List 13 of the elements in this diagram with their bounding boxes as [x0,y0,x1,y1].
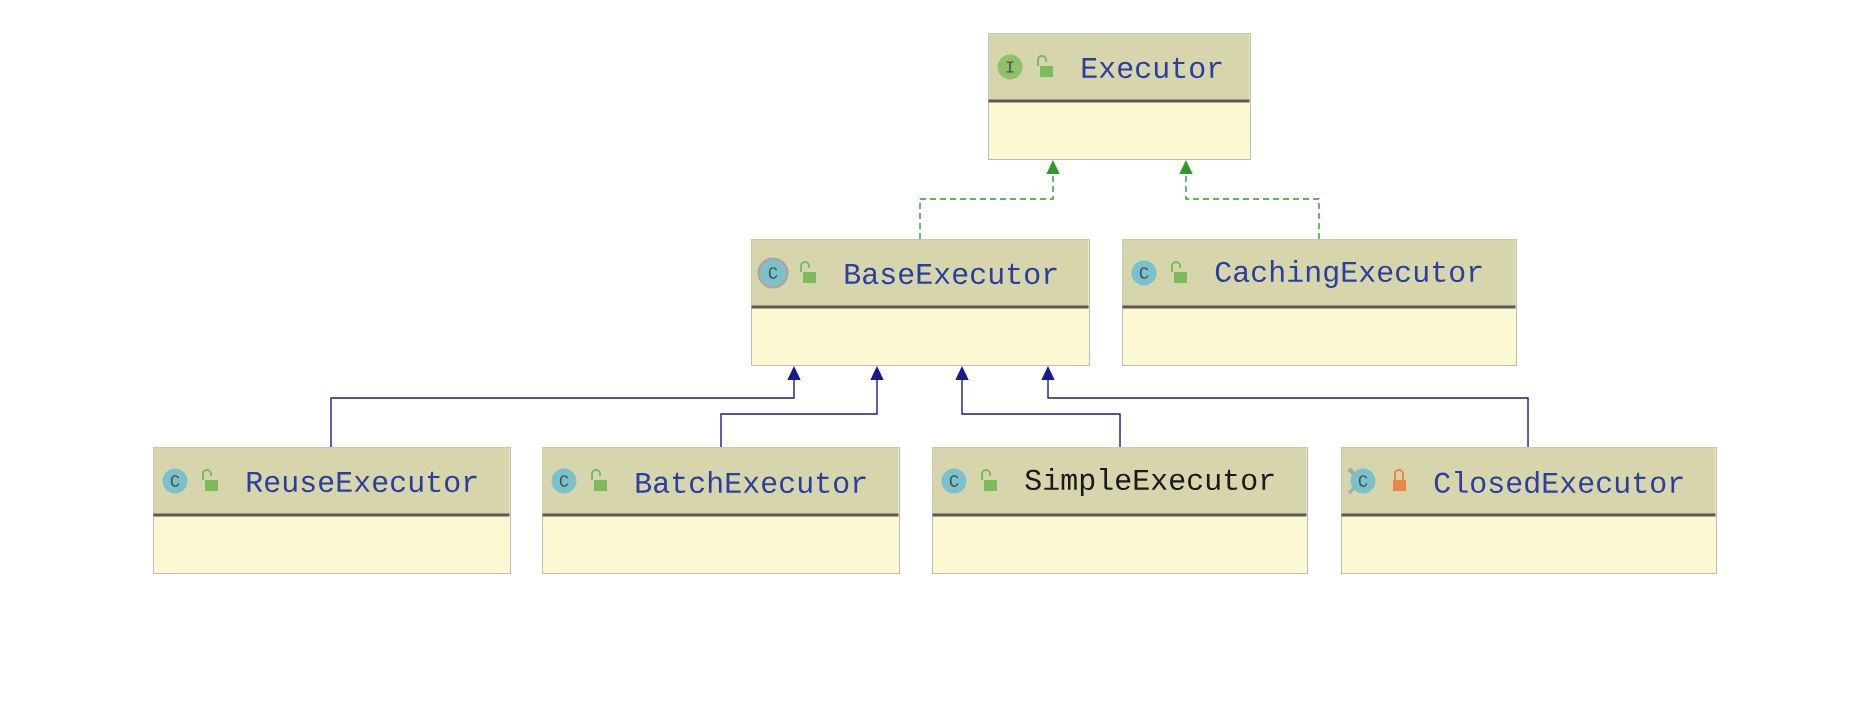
class-box: C ReuseExecutor [153,447,511,574]
class-box: C SimpleExecutor [932,447,1308,574]
class-box: C BaseExecutor [751,239,1090,366]
class-box: C ClosedExecutor [1341,447,1717,574]
arrow [955,366,1121,448]
arrow [720,366,884,448]
class-box: C CachingExecutor [1122,239,1517,366]
arrow [919,160,1060,240]
arrow [1179,160,1320,240]
arrow [330,366,801,448]
arrow [1041,366,1529,448]
class-box: C BatchExecutor [542,447,900,574]
class-box: I Executor [988,33,1251,160]
